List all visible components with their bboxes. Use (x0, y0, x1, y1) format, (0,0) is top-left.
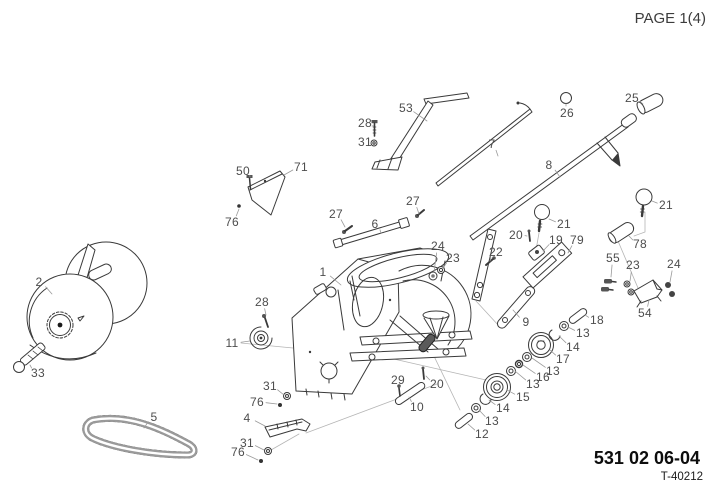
right-knob-grip (607, 189, 652, 245)
page-number-label: PAGE 1(4) (634, 10, 706, 27)
part-callout-50: 50 (236, 164, 250, 178)
part-callout-78: 78 (633, 237, 647, 251)
part-callout-15: 15 (516, 390, 530, 404)
part-callout-28: 28 (358, 116, 372, 130)
slotted-plate (523, 242, 572, 288)
part-callout-21: 21 (557, 217, 571, 231)
speed-control-rod (470, 93, 638, 241)
part-callout-54: 54 (638, 306, 652, 320)
part-callout-20: 20 (509, 228, 523, 242)
callout-leader-lines (30, 101, 672, 460)
part-callout-7: 7 (488, 137, 496, 151)
part-callout-31: 31 (240, 436, 254, 450)
knob-and-ferrule (527, 205, 550, 261)
part-callout-24: 24 (431, 239, 445, 253)
part-callout-79: 79 (570, 233, 584, 247)
connecting-rods (394, 285, 536, 406)
part-callout-26: 26 (560, 106, 574, 120)
part-callout-27: 27 (329, 207, 343, 221)
deflector-plate (237, 171, 285, 215)
spring-washer-part (250, 314, 272, 349)
part-callout-18: 18 (590, 313, 604, 327)
part-callout-12: 12 (475, 427, 489, 441)
part-callout-76: 76 (225, 215, 239, 229)
auger-spiral (14, 242, 148, 373)
part-callout-22: 22 (489, 245, 503, 259)
part-callout-1: 1 (319, 265, 327, 279)
shift-lever (371, 93, 469, 170)
part-callout-76: 76 (250, 395, 264, 409)
part-callout-13: 13 (485, 414, 499, 428)
mounting-bracket (601, 279, 675, 307)
part-callout-4: 4 (243, 411, 251, 425)
pulley-stack (454, 307, 588, 430)
part-callout-23: 23 (626, 258, 640, 272)
part-callout-25: 25 (625, 91, 639, 105)
part-callout-13: 13 (526, 377, 540, 391)
part-callout-11: 11 (225, 336, 239, 350)
part-callout-27: 27 (406, 194, 420, 208)
handle-grip (635, 91, 665, 115)
drawing-reference: T-40212 (660, 471, 703, 483)
part-callout-20: 20 (430, 377, 444, 391)
part-callout-8: 8 (545, 158, 553, 172)
auger-housing (292, 241, 472, 400)
part-callout-17: 17 (556, 352, 570, 366)
part-callout-76: 76 (231, 445, 245, 459)
part-callout-13: 13 (576, 326, 590, 340)
part-callout-28: 28 (255, 295, 269, 309)
part-callout-14: 14 (566, 340, 580, 354)
part-callout-14: 14 (496, 401, 510, 415)
part-callout-5: 5 (150, 410, 158, 424)
hex-shaft (333, 210, 424, 248)
control-rod-upper (436, 101, 532, 187)
part-callout-71: 71 (294, 160, 308, 174)
part-callout-10: 10 (410, 400, 424, 414)
part-callout-2: 2 (35, 275, 43, 289)
part-callout-9: 9 (522, 315, 530, 329)
drive-chain (86, 418, 194, 455)
part-callout-6: 6 (371, 217, 379, 231)
link-bar (429, 229, 496, 301)
part-callout-33: 33 (31, 366, 45, 380)
part-callout-55: 55 (606, 251, 620, 265)
part-callout-31: 31 (358, 135, 372, 149)
scraper-bar (259, 393, 310, 463)
part-callout-24: 24 (667, 257, 681, 271)
part-callout-16: 16 (536, 370, 550, 384)
assembly-part-number: 531 02 06-04 (593, 448, 700, 468)
part-callout-29: 29 (391, 373, 405, 387)
part-callout-23: 23 (446, 251, 460, 265)
part-callout-21: 21 (659, 198, 673, 212)
part-callout-53: 53 (399, 101, 413, 115)
part-callout-13: 13 (546, 364, 560, 378)
part-callout-19: 19 (549, 233, 563, 247)
part-callout-31: 31 (263, 379, 277, 393)
